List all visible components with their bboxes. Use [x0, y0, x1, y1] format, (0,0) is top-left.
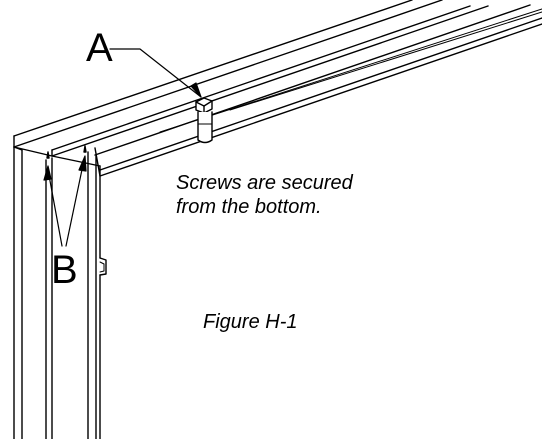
leader-b — [43, 155, 87, 247]
callout-b-label: B — [51, 248, 78, 292]
top-rail — [13, 0, 542, 177]
screw-a — [195, 97, 213, 144]
figure-caption: Figure H-1 — [203, 311, 298, 333]
screw-note: Screws are secured from the bottom. — [176, 171, 353, 219]
left-post — [13, 146, 53, 439]
callout-a-label: A — [86, 26, 113, 70]
screw-note-line-2: from the bottom. — [176, 196, 322, 218]
inner-panel — [87, 151, 107, 439]
screw-note-line-1: Screws are secured — [176, 172, 353, 194]
leader-a — [109, 48, 202, 98]
screws-b — [46, 145, 87, 159]
